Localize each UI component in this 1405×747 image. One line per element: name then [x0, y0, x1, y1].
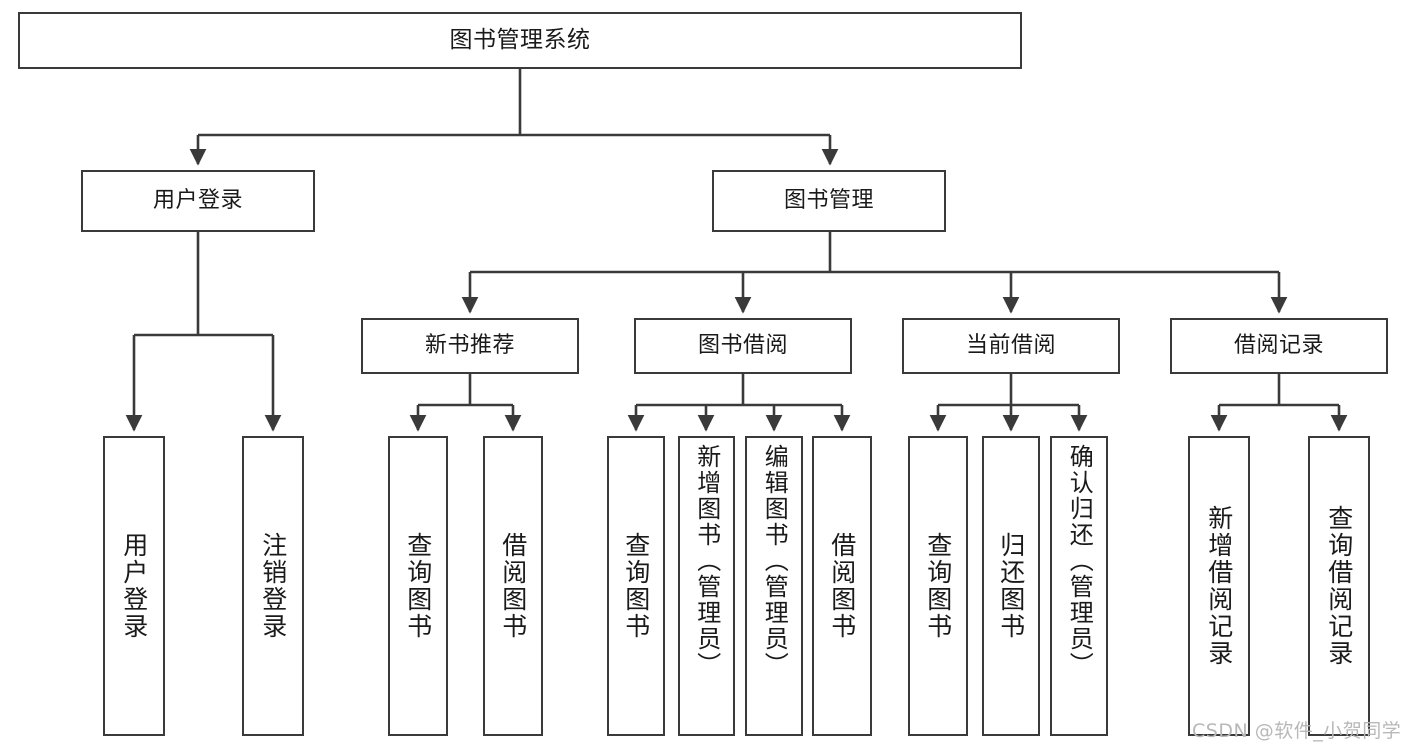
node-leaf-user-logout-label: 注销登录 — [258, 532, 288, 640]
node-root-label: 图书管理系统 — [449, 26, 591, 53]
node-book-borrow-label: 图书借阅 — [697, 333, 788, 359]
watermark: CSDN @软件_小贺同学 — [1192, 720, 1402, 742]
node-leaf-add-borrow-record-label: 新增借阅记录 — [1204, 505, 1234, 667]
node-book-manage[interactable]: 图书管理 — [712, 170, 946, 232]
node-leaf-borrow-borrow-book[interactable]: 借阅图书 — [812, 436, 872, 736]
node-book-borrow[interactable]: 图书借阅 — [634, 318, 852, 374]
node-leaf-query-borrow-record[interactable]: 查询借阅记录 — [1308, 436, 1370, 736]
node-leaf-borrow-borrow-book-label: 借阅图书 — [827, 532, 857, 640]
node-leaf-rec-borrow-book[interactable]: 借阅图书 — [483, 436, 543, 736]
node-leaf-cur-query-book-label: 查询图书 — [923, 532, 953, 640]
node-leaf-borrow-add-book-label: 新增图书（管理员） — [692, 444, 721, 678]
node-leaf-user-login[interactable]: 用户登录 — [103, 436, 165, 736]
node-leaf-rec-query-book[interactable]: 查询图书 — [388, 436, 448, 736]
node-root[interactable]: 图书管理系统 — [18, 12, 1022, 69]
node-current-borrow-label: 当前借阅 — [965, 333, 1056, 359]
node-user-login-label: 用户登录 — [152, 188, 243, 214]
node-leaf-rec-borrow-book-label: 借阅图书 — [498, 532, 528, 640]
node-leaf-rec-query-book-label: 查询图书 — [403, 532, 433, 640]
node-leaf-cur-return-book[interactable]: 归还图书 — [982, 436, 1040, 736]
node-leaf-cur-confirm-return-label: 确认归还（管理员） — [1065, 444, 1094, 678]
node-leaf-borrow-edit-book-label: 编辑图书（管理员） — [760, 444, 789, 678]
node-book-manage-label: 图书管理 — [783, 188, 874, 214]
node-new-book-recommend-label: 新书推荐 — [424, 333, 515, 359]
node-borrow-record[interactable]: 借阅记录 — [1170, 318, 1388, 374]
node-leaf-cur-return-book-label: 归还图书 — [996, 532, 1026, 640]
node-leaf-borrow-add-book[interactable]: 新增图书（管理员） — [678, 436, 735, 736]
node-leaf-cur-confirm-return[interactable]: 确认归还（管理员） — [1050, 436, 1108, 736]
node-leaf-borrow-query-book-label: 查询图书 — [621, 532, 651, 640]
node-leaf-query-borrow-record-label: 查询借阅记录 — [1324, 505, 1354, 667]
node-leaf-add-borrow-record[interactable]: 新增借阅记录 — [1188, 436, 1250, 736]
node-user-login[interactable]: 用户登录 — [81, 170, 315, 232]
node-new-book-recommend[interactable]: 新书推荐 — [361, 318, 579, 374]
node-current-borrow[interactable]: 当前借阅 — [902, 318, 1120, 374]
node-leaf-user-login-label: 用户登录 — [119, 532, 149, 640]
node-leaf-borrow-edit-book[interactable]: 编辑图书（管理员） — [745, 436, 803, 736]
node-leaf-cur-query-book[interactable]: 查询图书 — [908, 436, 968, 736]
node-borrow-record-label: 借阅记录 — [1233, 333, 1324, 359]
node-leaf-borrow-query-book[interactable]: 查询图书 — [607, 436, 665, 736]
node-leaf-user-logout[interactable]: 注销登录 — [242, 436, 304, 736]
